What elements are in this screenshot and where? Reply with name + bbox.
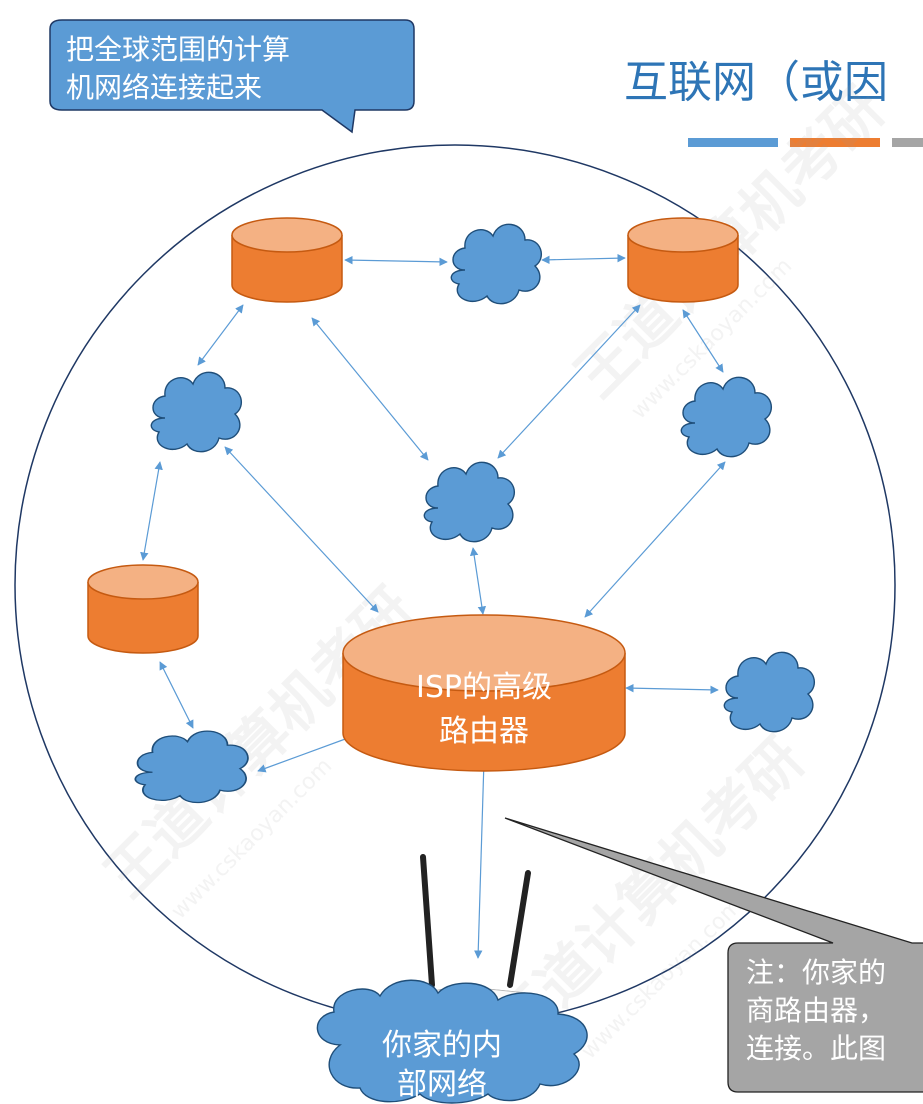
note-callout: 注：你家的 商路由器， 连接。此图 xyxy=(504,817,923,1093)
home-network-label-line2: 部网络 xyxy=(397,1067,487,1102)
link-c2-isp xyxy=(224,446,379,613)
link-r1-c1 xyxy=(344,255,448,267)
callout-top-line1: 把全球范围的计算 xyxy=(66,33,290,66)
bar-blue xyxy=(688,138,778,147)
note-line1: 注：你家的 xyxy=(746,956,886,989)
isp-router: ISP的高级 路由器 xyxy=(342,614,626,772)
bar-gray xyxy=(892,138,923,147)
isp-router-label-line2: 路由器 xyxy=(439,714,529,749)
title-underline-bars xyxy=(688,138,923,147)
link-r1-c2 xyxy=(197,304,244,366)
link-c3-isp xyxy=(469,547,487,615)
isp-router-label-line1: ISP的高级 xyxy=(416,670,552,705)
link-c2-r3 xyxy=(140,461,163,561)
cloud-icon xyxy=(316,979,588,1104)
link-isp-c5 xyxy=(257,737,349,773)
router-cylinder-icon xyxy=(87,564,199,654)
callout-top: 把全球范围的计算 机网络连接起来 xyxy=(49,19,415,134)
note-line3: 连接。此图 xyxy=(746,1032,886,1065)
note-line2: 商路由器， xyxy=(746,994,886,1027)
page-title: 互联网（或因 xyxy=(624,57,888,108)
cloud-icon xyxy=(450,223,543,305)
link-isp-home xyxy=(474,759,488,959)
cloud-icon xyxy=(423,461,516,543)
home-network-label-line1: 你家的内 xyxy=(382,1028,502,1063)
link-r3-c5 xyxy=(159,661,194,729)
link-r2-c4 xyxy=(682,309,724,373)
cloud-icon xyxy=(680,376,773,458)
cloud-icon xyxy=(723,651,816,733)
router-cylinder-icon xyxy=(627,217,739,303)
cloud-icon xyxy=(150,371,243,453)
network-links xyxy=(140,253,726,959)
link-r1-c3 xyxy=(311,317,429,461)
link-c4-isp xyxy=(584,461,726,618)
bar-orange xyxy=(790,138,880,147)
link-isp-c6 xyxy=(625,683,719,695)
callout-top-line2: 机网络连接起来 xyxy=(66,71,262,104)
router-cylinder-icon xyxy=(231,217,343,303)
link-r2-c3 xyxy=(497,304,641,459)
link-c1-r2 xyxy=(541,253,626,265)
home-network-cloud: 你家的内 部网络 xyxy=(316,979,588,1104)
